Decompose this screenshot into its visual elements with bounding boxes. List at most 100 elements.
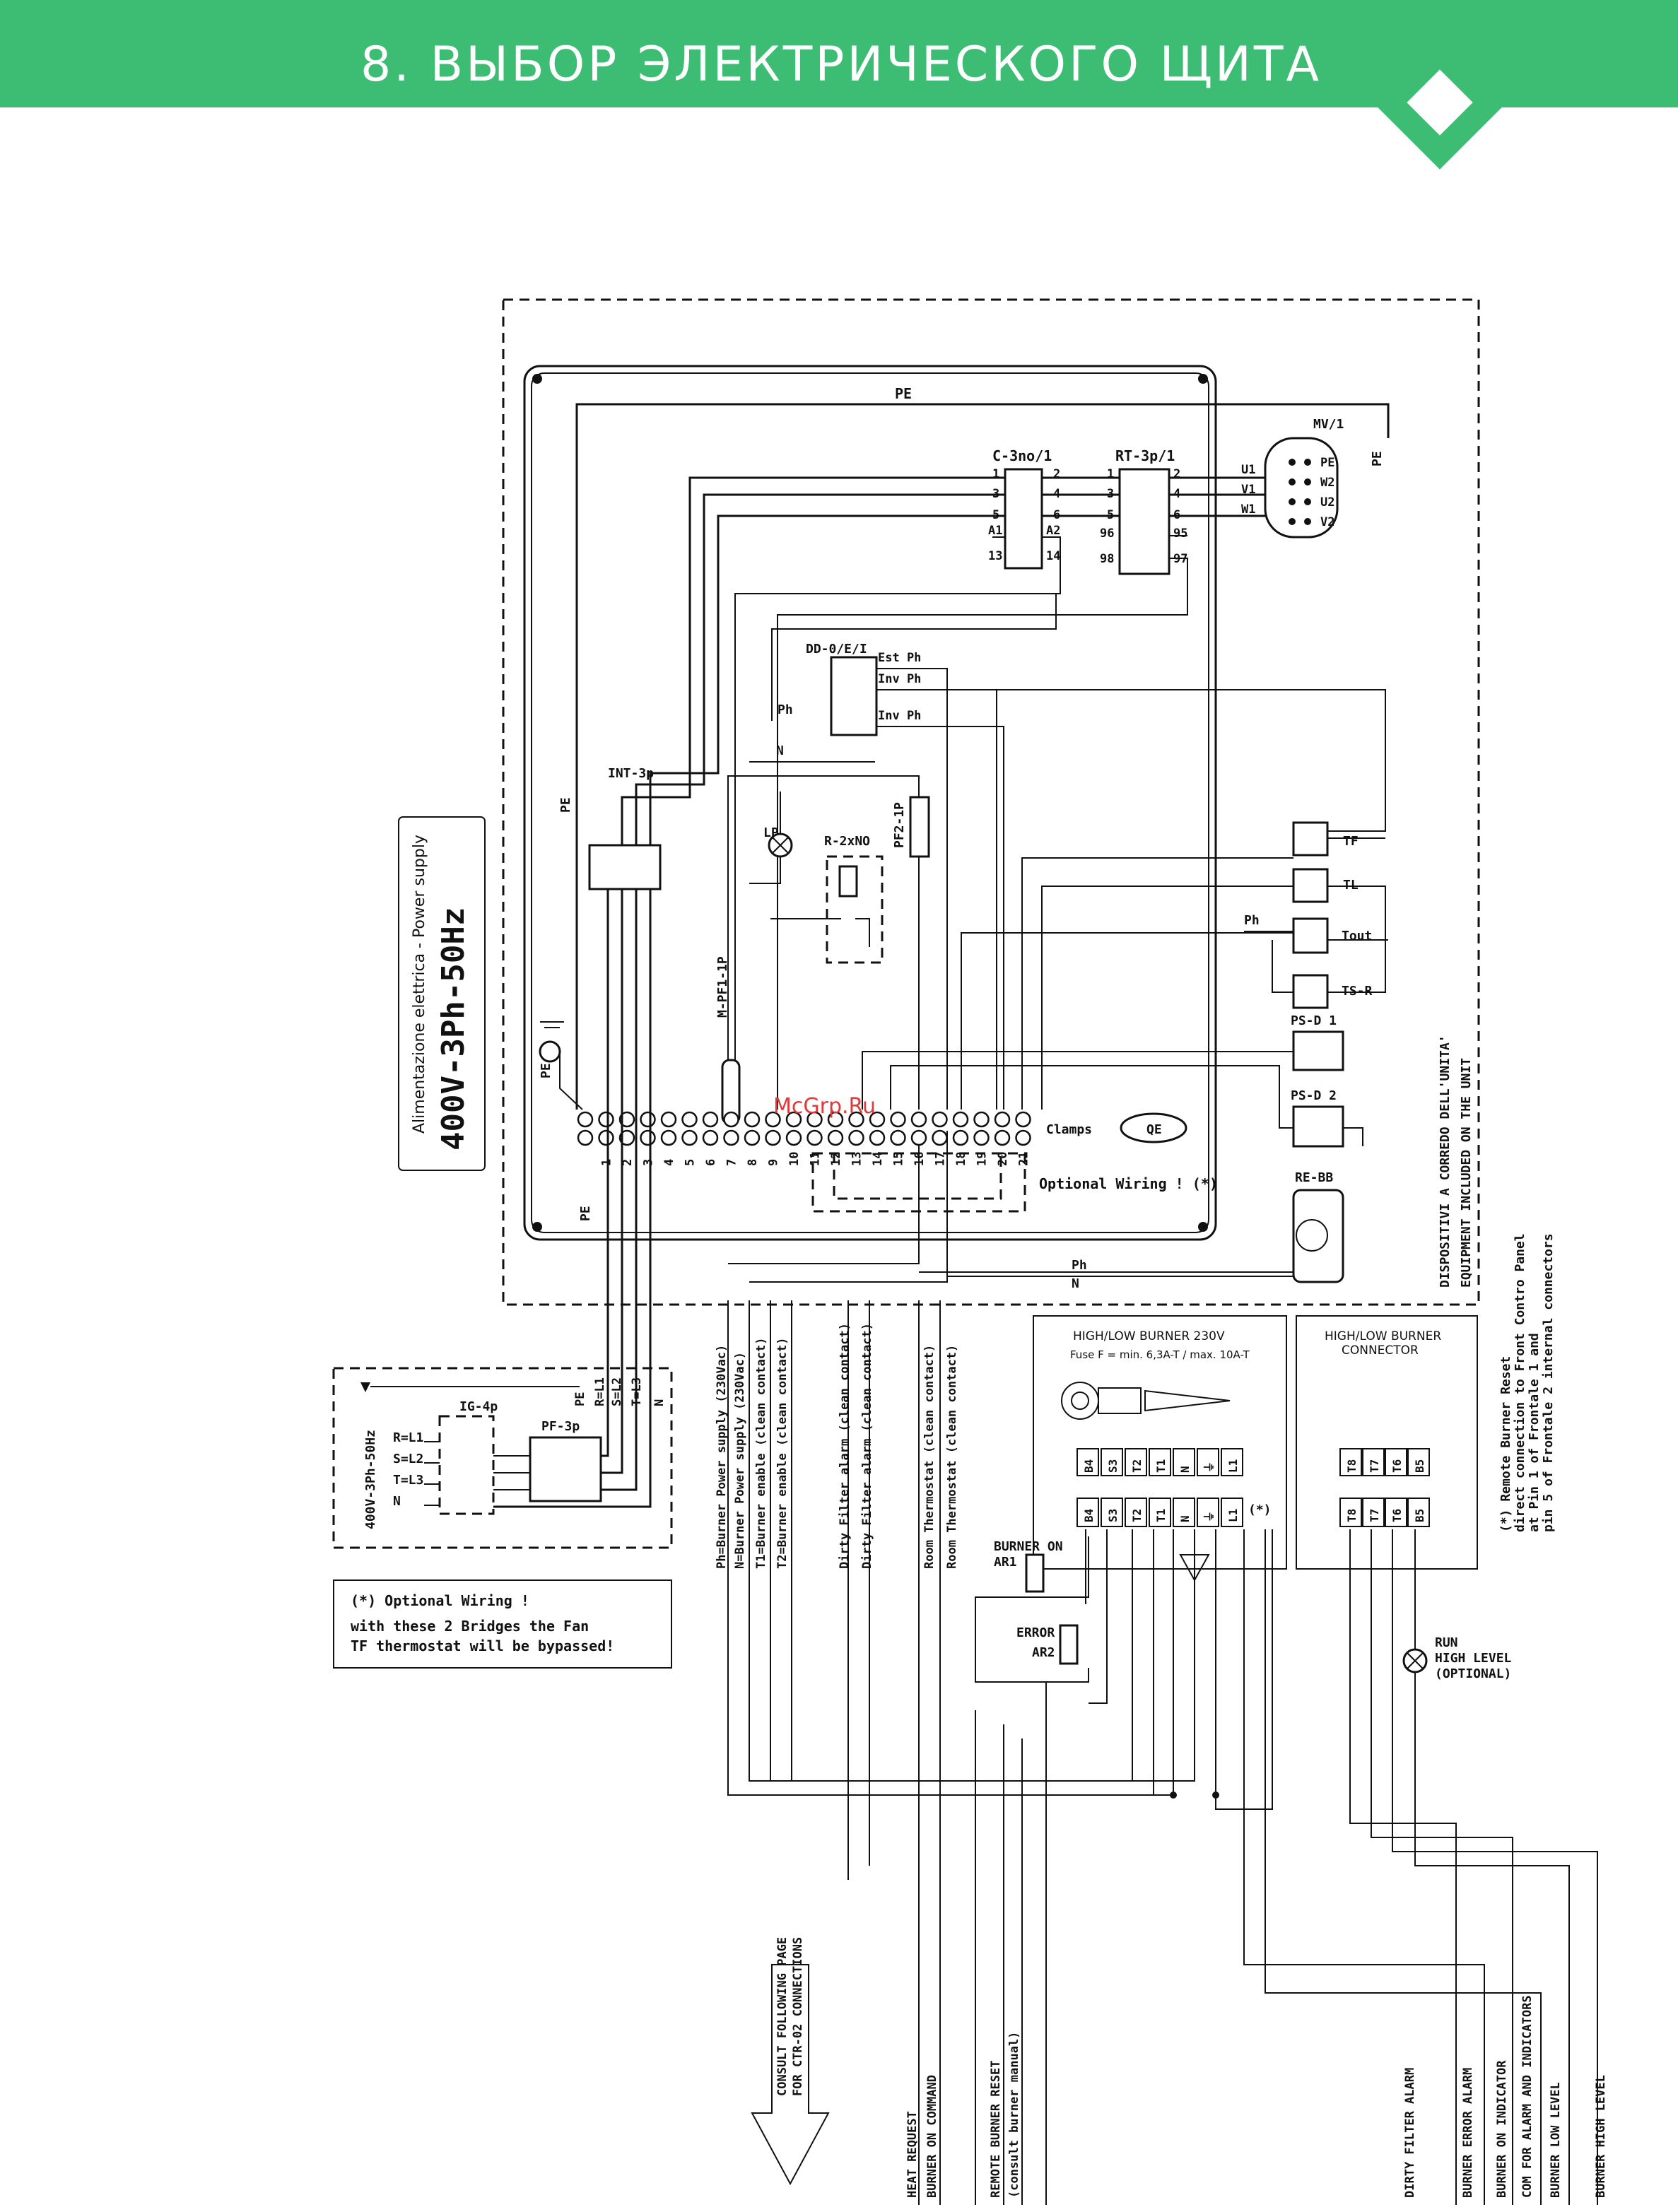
burner-star: (*) (1248, 1502, 1272, 1517)
run-label-2: HIGH LEVEL (1435, 1651, 1512, 1666)
burner-terminal-label: T2 (1130, 1459, 1144, 1473)
terminal-top (681, 1111, 698, 1128)
connector-terminal-top (1407, 1448, 1430, 1476)
burner-terminal-label: B4 (1082, 1459, 1096, 1473)
connector-terminal-label: T7 (1368, 1509, 1381, 1522)
tf-switch (1292, 821, 1329, 857)
optional-note-title: (*) Optional Wiring ! (351, 1592, 529, 1609)
burner-terminal-label: N (1178, 1515, 1192, 1522)
consult-label-1: CONSULT FOLLOWING PAGE (775, 1937, 790, 2096)
header-bar: 8. ВЫБОР ЭЛЕКТРИЧЕСКОГО ЩИТА (0, 0, 1678, 170)
cable-label: N=Burner Power supply (230Vac) (733, 1352, 747, 1569)
qe-label: QE (1146, 1122, 1162, 1137)
tout-ph-label: Ph (1244, 913, 1260, 928)
tout-label: Tout (1342, 929, 1372, 943)
supply-wire-label: S=L2 (610, 1377, 624, 1406)
optional-note-line2: TF thermostat will be bypassed! (351, 1637, 614, 1654)
cabinet-frame (523, 365, 1217, 1241)
burner-terminal-label: B4 (1082, 1509, 1096, 1522)
equipment-note-it: DISPOSITIVI A CORREDO DELL'UNITA' (1438, 1035, 1453, 1288)
motor-box (1264, 437, 1339, 539)
burner-terminal-top (1076, 1448, 1099, 1476)
equipment-note-en: EQUIPMENT INCLUDED ON THE UNIT (1459, 1058, 1474, 1288)
remote-note-2: direct connection to Front Contro Panel (1513, 1233, 1527, 1532)
burner-box (1033, 1315, 1287, 1570)
terminal-bottom (848, 1129, 864, 1146)
ig-label: IG-4p (459, 1399, 498, 1414)
cable-label: Dirty Filter alarm (clean contact) (860, 1323, 874, 1569)
terminal-bottom (702, 1129, 719, 1146)
motor-input: W1 (1241, 502, 1255, 517)
bottom-label: BURNER ON COMMAND (925, 2075, 939, 2198)
dd-terminal: Inv Ph (878, 672, 921, 686)
terminal-bottom (618, 1129, 635, 1146)
pf2-fuse (909, 796, 930, 858)
terminal-top (910, 1111, 927, 1128)
connector-title-2: CONNECTOR (1342, 1343, 1419, 1358)
dd-terminal: Est Ph (878, 651, 921, 665)
bottom-label: DIRTY FILTER ALARM (1403, 2068, 1417, 2198)
terminal-bottom (806, 1129, 823, 1146)
ig-switch (438, 1415, 495, 1515)
connector-terminal-label: T8 (1345, 1459, 1359, 1473)
connector-terminal-bottom (1385, 1498, 1407, 1527)
terminal-top (640, 1111, 656, 1128)
burner-terminal-bottom (1197, 1498, 1219, 1527)
tsr-switch (1292, 974, 1329, 1009)
terminal-number: 17 (934, 1152, 948, 1166)
terminal-number: 8 (746, 1159, 760, 1166)
contactor-label: C-3no/1 (992, 447, 1052, 464)
n-bus-label: N (776, 743, 784, 758)
consult-label-2: FOR CTR-02 CONNECTIONS (791, 1937, 805, 2096)
ar1-label: AR1 (994, 1555, 1017, 1570)
terminal-number: 2 (621, 1159, 635, 1166)
remote-note-1: (*) Remote Burner Reset (1498, 1356, 1513, 1532)
burner-terminal-label: L1 (1226, 1509, 1240, 1522)
burner-terminal-bottom (1173, 1498, 1195, 1527)
earth-arrow-icon (360, 1382, 370, 1392)
rebb-ph-label: Ph (1072, 1258, 1087, 1273)
terminal-number: 4 (662, 1159, 676, 1166)
terminal-number: 19 (975, 1152, 990, 1166)
terminal-top (973, 1111, 990, 1128)
phase-r: R=L1 (393, 1430, 423, 1445)
psd1-label: PS-D 1 (1291, 1013, 1337, 1028)
connector-terminal-label: T6 (1390, 1459, 1404, 1473)
burner-terminal-label: T2 (1130, 1509, 1144, 1522)
cable-label: Room Thermostat (clean contact) (922, 1345, 937, 1569)
lp-label: LP (763, 825, 779, 840)
motor-input: V1 (1241, 483, 1255, 497)
terminal-number: 10 (787, 1152, 802, 1166)
burner-terminal-bottom (1149, 1498, 1171, 1527)
supply-wire-label: N (652, 1399, 667, 1406)
motor-pe-label: PE (1370, 451, 1385, 466)
burner-terminal-top (1197, 1448, 1219, 1476)
connector-terminal-label: B5 (1413, 1459, 1426, 1473)
int-switch (588, 844, 662, 890)
motor-terminal: V2 (1320, 515, 1334, 529)
consult-arrow-icon (751, 1964, 830, 2186)
rebb-fan (1292, 1189, 1344, 1283)
bottom-label: (consult burner manual) (1007, 2032, 1021, 2198)
connector-terminal-top (1385, 1448, 1407, 1476)
burner-on-label: BURNER ON (994, 1539, 1063, 1554)
terminal-bottom (765, 1129, 781, 1146)
contactor-block (1004, 468, 1043, 570)
mpf-label: M-PF1-1P (715, 956, 730, 1018)
terminal-bottom (952, 1129, 969, 1146)
terminal-top (702, 1111, 719, 1128)
connector-terminal-label: T8 (1345, 1509, 1359, 1522)
dd-terminal: Inv Ph (878, 709, 921, 723)
burner-terminal-top (1221, 1448, 1243, 1476)
error-label: ERROR (1016, 1625, 1055, 1640)
thermal-relay-pin: 95 (1173, 526, 1187, 541)
burner-terminal-label: S3 (1106, 1509, 1120, 1522)
tf-label: TF (1343, 834, 1359, 849)
bottom-label: BURNER LOW LEVEL (1549, 2082, 1563, 2198)
psd2-label: PS-D 2 (1291, 1088, 1337, 1103)
burner-terminal-label: T1 (1154, 1509, 1168, 1522)
motor-terminal: W2 (1320, 476, 1334, 490)
